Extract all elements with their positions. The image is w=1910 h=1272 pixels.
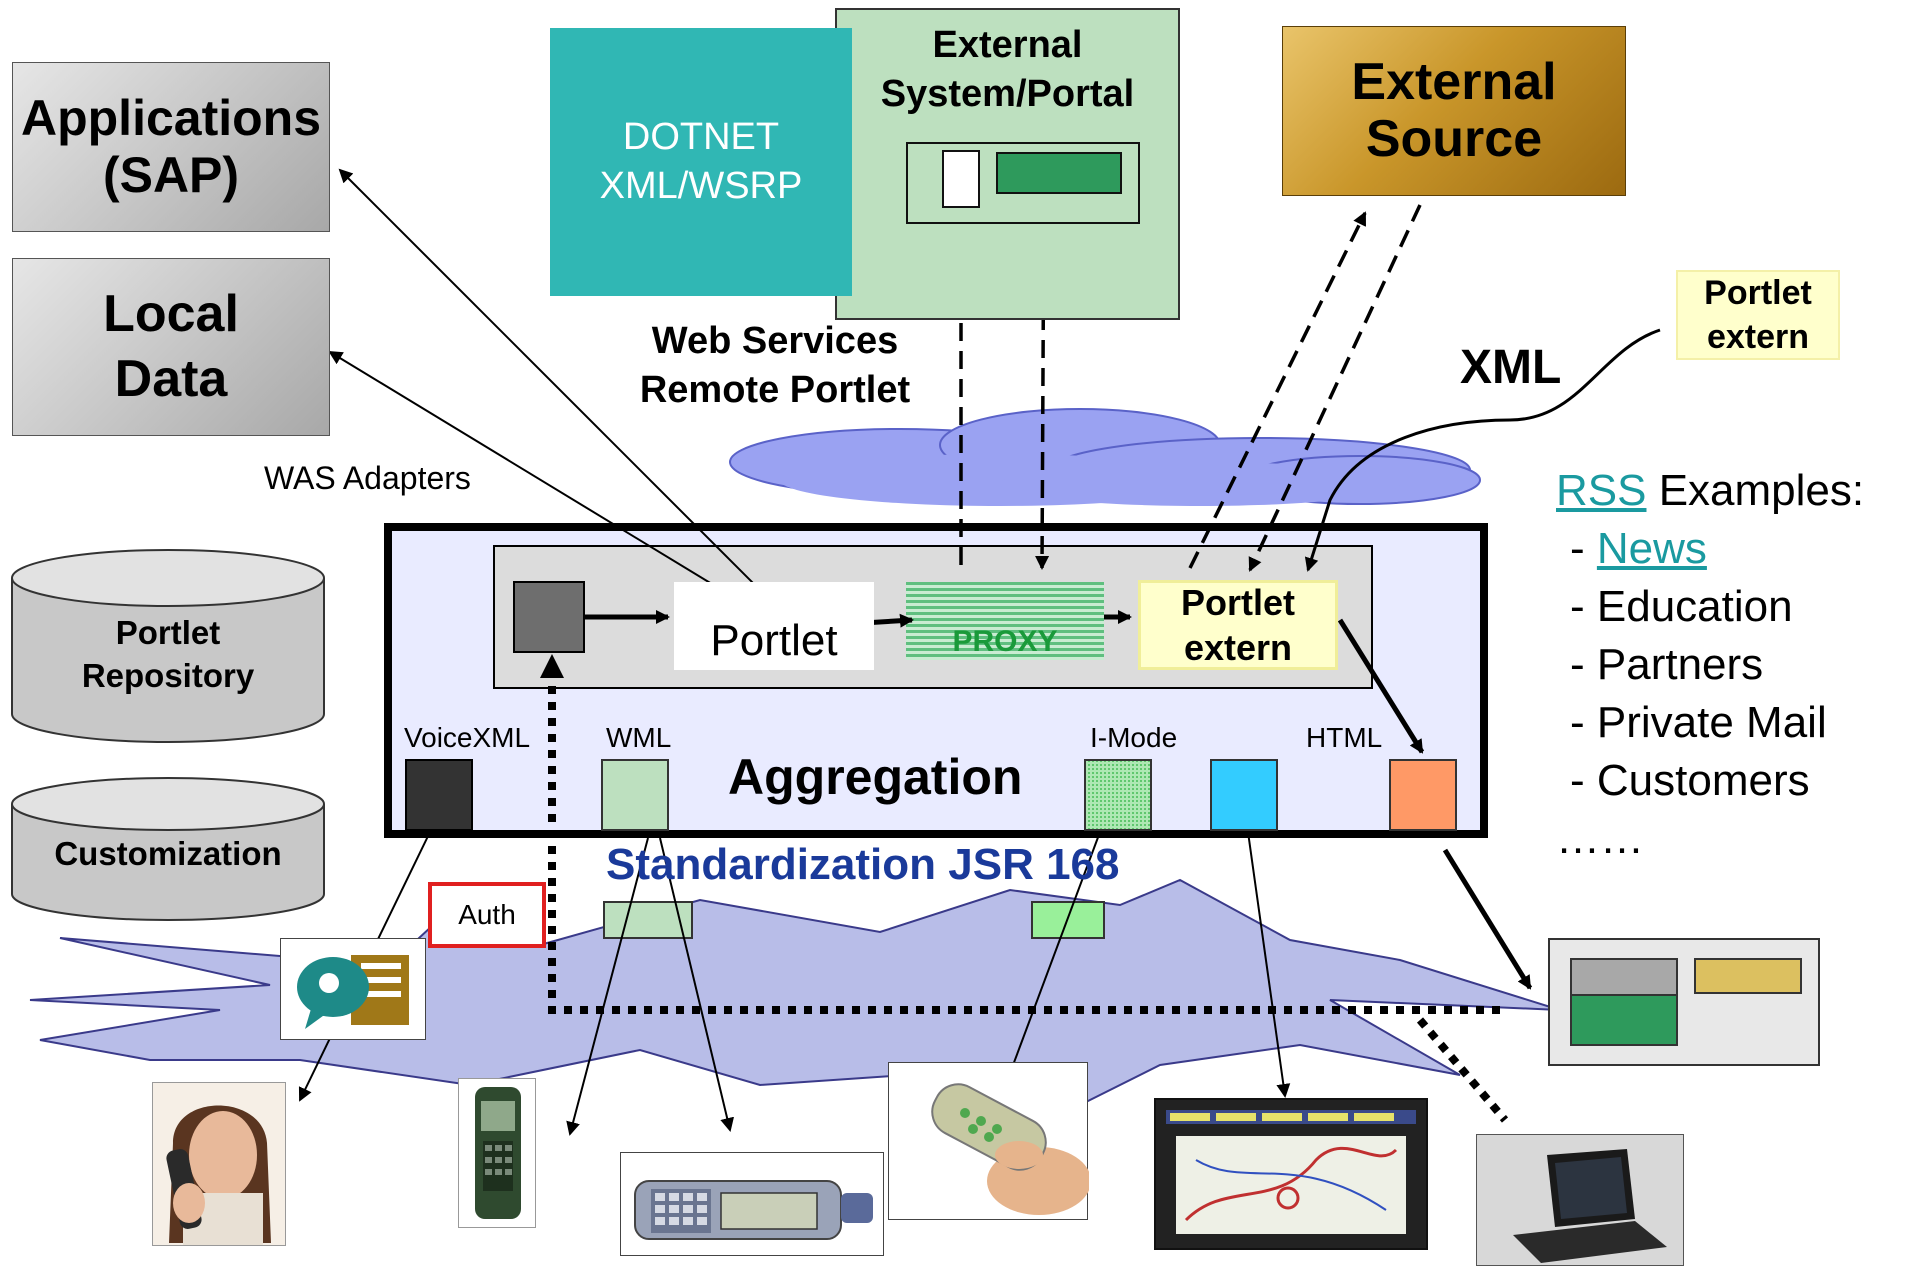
local-data-box: Local Data [12,258,330,436]
rss-item-0[interactable]: - News [1570,520,1906,578]
portlet-label: Portlet [710,616,838,665]
external-system-line1: External [932,23,1083,66]
external-system-window [906,142,1140,224]
laptop-icon [1513,1149,1667,1263]
local-data-line2: Data [114,350,228,408]
imode-label: I-Mode [1090,722,1178,753]
standardization-label: Standardization JSR 168 [606,840,1120,889]
external-system-label: External System/Portal [835,20,1180,120]
laptop-device[interactable] [1476,1134,1684,1266]
mobile-phone-device[interactable] [458,1078,536,1228]
speech-bubble-icon [297,955,409,1029]
was-adapters-label: WAS Adapters [264,460,471,496]
applications-box: Applications (SAP) [12,62,330,232]
customization-label: Customization [54,835,282,872]
browser-green-pane [1570,994,1678,1046]
external-system-green-pane [996,152,1122,194]
rss-item-text: Private Mail [1596,698,1827,747]
rss-item-text: Education [1596,582,1793,631]
rss-item-1: - Education [1570,578,1906,636]
portlet-repository-line2: Repository [81,657,255,694]
aggregation-title: Aggregation [728,749,1023,805]
applications-line1: Applications [20,90,322,146]
remote-control-device[interactable] [888,1062,1091,1220]
external-source-box: External Source [1282,26,1626,196]
portlet-repository-label: Portlet Repository [10,600,326,710]
html-channel [1389,759,1457,831]
source-box [513,581,585,653]
browser-gray-pane [1570,958,1678,996]
gps-screen-device[interactable] [1154,1098,1428,1250]
rss-examples: RSS Examples: - News- Education- Partner… [1556,462,1906,868]
rss-item-bullet: - [1570,698,1597,747]
dotnet-box: DOTNET XML/WSRP [550,28,852,296]
rss-item-bullet: - [1570,640,1597,689]
imode-channel [1084,759,1152,831]
rss-item-text: Partners [1596,640,1764,689]
xml-label: XML [1460,341,1562,394]
portlet-extern-top-line2: extern [1706,318,1810,356]
local-data-line1: Local [103,285,239,343]
portlet-repository-cylinder [11,549,325,743]
rss-title-rest: Examples: [1646,466,1865,515]
wml-channel [601,759,669,831]
gps-screen-icon [1166,1110,1416,1234]
external-system-small-pane [942,150,980,208]
auth-box: Auth [428,882,546,948]
rss-item-2: - Partners [1570,636,1906,694]
web-services-label: Web Services Remote Portlet [620,316,930,416]
dotnet-line2: XML/WSRP [599,165,803,207]
portlet-box: Portlet [674,582,874,670]
remote-control-icon [931,1083,1091,1215]
voicexml-label: VoiceXML [404,722,531,753]
browser-window-device[interactable] [1548,938,1820,1066]
mobile-phone-icon [475,1087,521,1219]
rss-ellipsis: …… [1556,814,1644,863]
external-source-line2: Source [1365,110,1543,168]
rss-link[interactable]: RSS [1556,466,1647,515]
portlet-extern-line1: Portlet [1180,582,1295,623]
rss-item-bullet: - [1570,756,1597,805]
wml-label: WML [606,722,672,753]
communicator-device[interactable] [620,1152,884,1256]
rss-item-text: Customers [1596,756,1810,805]
rss-list: - News- Education- Partners- Private Mai… [1556,520,1906,810]
auth-label: Auth [458,899,516,930]
cyan-channel [1210,759,1278,831]
voicexml-channel [405,759,473,831]
proxy-box [906,582,1104,660]
external-system-line2: System/Portal [880,73,1135,115]
html-label: HTML [1306,722,1383,753]
portlet-extern-top-line1: Portlet [1704,273,1812,312]
communicator-icon [634,1180,873,1240]
rss-item-4: - Customers [1570,752,1906,810]
portlet-extern-box: Portlet extern [1138,580,1338,670]
rss-item-bullet: - [1570,524,1597,573]
applications-line2: (SAP) [102,147,240,203]
woman-phone-icon [166,1105,271,1245]
rss-title: RSS Examples: [1556,462,1906,520]
customization-cylinder [11,777,325,921]
web-services-line1: Web Services [651,319,899,362]
rss-item-text[interactable]: News [1596,524,1707,573]
network-shape [29,878,1561,1122]
woman-phone-device[interactable] [152,1082,286,1246]
internet-cloud [729,408,1481,506]
portlet-extern-line2: extern [1183,627,1293,668]
portlet-extern-top: Portlet extern [1676,270,1840,360]
proxy-label: PROXY [952,625,1058,658]
dotnet-line1: DOTNET [622,115,780,158]
rss-item-3: - Private Mail [1570,694,1906,752]
browser-gold-pane [1694,958,1802,994]
portlet-repository-line1: Portlet [115,614,221,652]
external-source-line1: External [1351,52,1557,111]
web-services-line2: Remote Portlet [639,369,911,411]
rss-item-bullet: - [1570,582,1597,631]
speech-bubble-device[interactable] [280,938,426,1040]
